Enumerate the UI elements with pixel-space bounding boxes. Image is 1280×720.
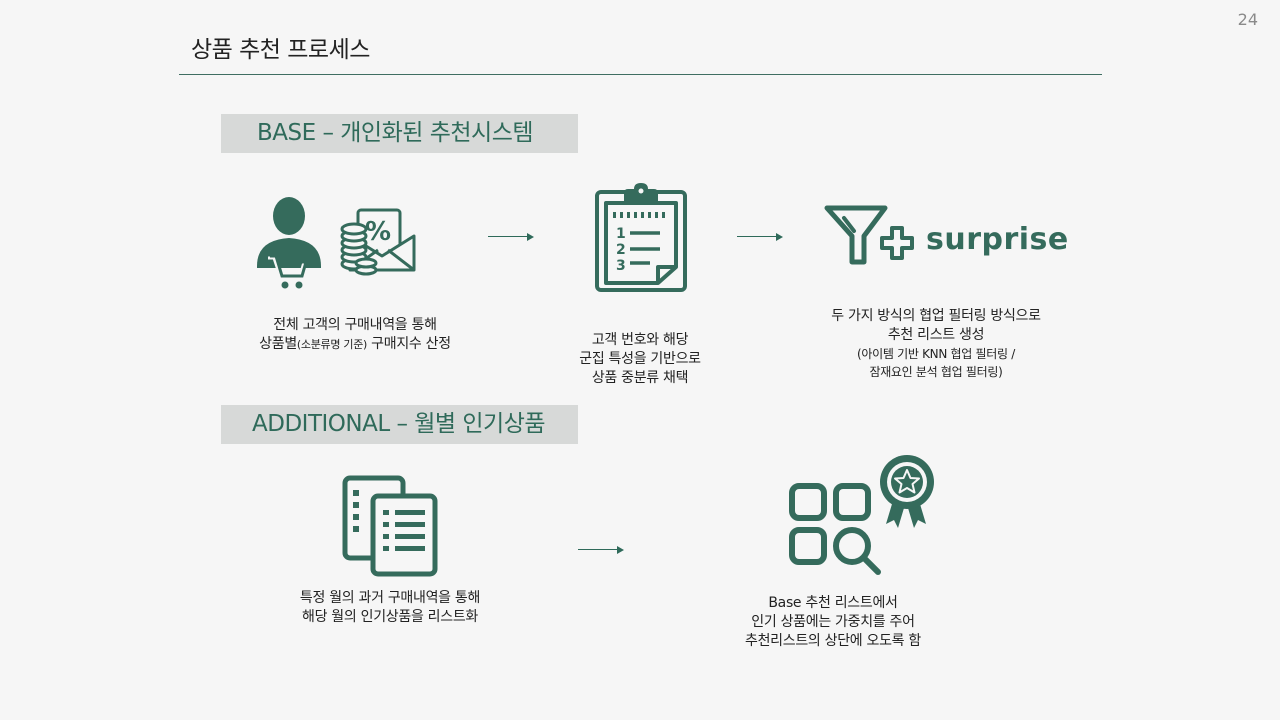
caption-line: Base 추천 리스트에서	[768, 595, 898, 611]
clipboard-list-icon: 1 2 3	[595, 183, 687, 292]
caption-line: 상품별(소분류명 기준) 구매지수 산정	[259, 336, 451, 352]
caption-sub-line: (아이템 기반 KNN 협업 필터링 /	[856, 347, 1016, 361]
caption-line: 군집 특성을 기반으로	[579, 351, 701, 367]
page-number: 24	[1237, 10, 1258, 29]
grid-search-badge-icon	[789, 455, 934, 575]
additional-banner: ADDITIONAL – 월별 인기상품	[221, 405, 578, 444]
caption-line: 두 가지 방식의 협업 필터링 방식으로	[831, 308, 1041, 324]
base-step-3-caption: 두 가지 방식의 협업 필터링 방식으로 추천 리스트 생성 (아이템 기반 K…	[786, 307, 1086, 381]
caption-line: 해당 월의 인기상품을 리스트화	[302, 609, 478, 625]
additional-step-1-caption: 특정 월의 과거 구매내역을 통해 해당 월의 인기상품을 리스트화	[250, 589, 530, 627]
caption-line: 전체 고객의 구매내역을 통해	[273, 317, 437, 333]
caption-line: 인기 상품에는 가중치를 주어	[751, 614, 915, 630]
caption-line: 추천 리스트 생성	[887, 327, 985, 343]
arrow-right	[578, 545, 624, 555]
base-banner: BASE – 개인화된 추천시스템	[221, 114, 578, 153]
documents-icon	[342, 475, 438, 577]
title-divider	[179, 74, 1102, 75]
shopper-discount-icon: %	[257, 197, 416, 289]
svg-text:3: 3	[616, 258, 626, 274]
caption-sub-line: 잠재요인 분석 협업 필터링)	[869, 365, 1003, 379]
arrow-right	[488, 232, 534, 242]
arrow-right	[737, 232, 783, 242]
svg-text:1: 1	[616, 226, 626, 242]
caption-line: 상품 중분류 채택	[591, 370, 689, 386]
additional-step-2-caption: Base 추천 리스트에서 인기 상품에는 가중치를 주어 추천리스트의 상단에…	[703, 594, 963, 651]
caption-line: 고객 번호와 해당	[591, 332, 689, 348]
caption-line: 추천리스트의 상단에 오도록 함	[745, 633, 921, 649]
svg-text:%: %	[365, 217, 391, 247]
svg-text:2: 2	[616, 242, 626, 258]
page-title: 상품 추천 프로세스	[191, 37, 370, 63]
base-step-1-caption: 전체 고객의 구매내역을 통해 상품별(소분류명 기준) 구매지수 산정	[210, 316, 500, 354]
base-step-2-caption: 고객 번호와 해당 군집 특성을 기반으로 상품 중분류 채택	[520, 331, 760, 388]
filter-plus-icon	[824, 205, 914, 265]
caption-line: 특정 월의 과거 구매내역을 통해	[299, 590, 481, 606]
surprise-logo: surprise	[926, 222, 1069, 257]
